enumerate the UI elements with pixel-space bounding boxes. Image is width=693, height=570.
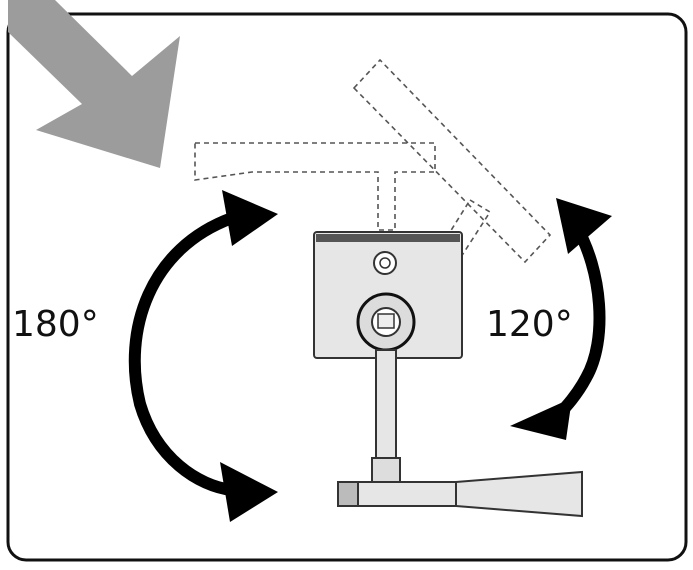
rotation-arrow-right-icon xyxy=(510,198,612,440)
stand-arm xyxy=(371,349,401,483)
angle-label-180: 180° xyxy=(12,304,99,345)
rotation-arrow-left-icon xyxy=(128,190,278,522)
stand-base xyxy=(337,470,583,518)
view-direction-arrow-icon xyxy=(8,0,180,168)
angle-label-120: 120° xyxy=(486,304,573,345)
ghost-horizontal-position xyxy=(194,142,436,231)
monitor-body xyxy=(313,231,463,359)
